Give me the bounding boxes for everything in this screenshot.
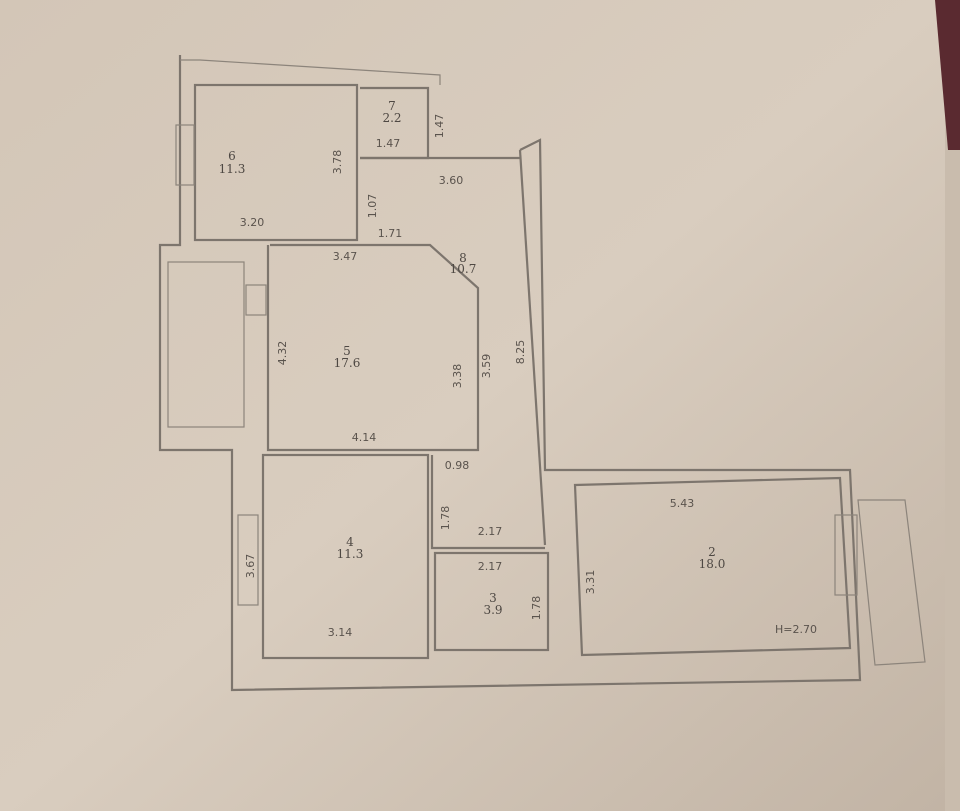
room-3-number: 3 bbox=[489, 591, 497, 605]
room-7-width: 1.47 bbox=[376, 137, 401, 150]
room-7-height: 1.47 bbox=[433, 114, 446, 139]
ceiling-height: H=2.70 bbox=[775, 623, 817, 636]
room-7-number: 7 bbox=[388, 99, 396, 113]
room-8-dim-top: 3.60 bbox=[439, 174, 464, 187]
room-6-number: 6 bbox=[228, 149, 236, 163]
room-6-width: 3.20 bbox=[240, 216, 265, 229]
room-6-height: 3.78 bbox=[331, 150, 344, 175]
room-2-area: 18.0 bbox=[699, 557, 726, 571]
room-8-dim-short: 1.07 bbox=[366, 194, 379, 219]
room-4-area: 11.3 bbox=[337, 547, 364, 561]
hall-dim-left: 1.78 bbox=[439, 506, 452, 531]
room-5-area: 17.6 bbox=[334, 356, 361, 370]
dark-corner bbox=[935, 0, 960, 150]
room-4-number: 4 bbox=[346, 535, 354, 549]
room-7-area: 2.2 bbox=[382, 111, 401, 125]
room-4-dim-bottom: 3.14 bbox=[328, 626, 353, 639]
room-8-number: 8 bbox=[459, 251, 467, 265]
room-8-dim-inner: 3.59 bbox=[480, 354, 493, 379]
walls bbox=[158, 55, 926, 692]
hall-dim-top: 0.98 bbox=[445, 459, 470, 472]
hall-dim-bottom: 2.17 bbox=[478, 525, 503, 538]
room-5-dim-bottom: 4.14 bbox=[352, 431, 377, 444]
room-8-dim-bottom: 1.71 bbox=[378, 227, 403, 240]
room-3-area: 3.9 bbox=[483, 603, 502, 617]
room-8-dim-long: 8.25 bbox=[514, 340, 527, 365]
room-5-dim-right: 3.38 bbox=[451, 364, 464, 389]
room-3-dim-top: 2.17 bbox=[478, 560, 503, 573]
room-3-dim-right: 1.78 bbox=[530, 596, 543, 621]
room-8-area: 10.7 bbox=[450, 262, 477, 276]
room-2-dim-top: 5.43 bbox=[670, 497, 695, 510]
room-5-dim-left: 4.32 bbox=[276, 341, 289, 366]
room-4-dim-left: 3.67 bbox=[244, 554, 257, 579]
room-5-number: 5 bbox=[343, 344, 351, 358]
room-2-number: 2 bbox=[708, 545, 716, 559]
room-2-dim-left: 3.31 bbox=[584, 570, 597, 595]
room-5-dim-top: 3.47 bbox=[333, 250, 358, 263]
room-6-area: 11.3 bbox=[219, 162, 246, 176]
